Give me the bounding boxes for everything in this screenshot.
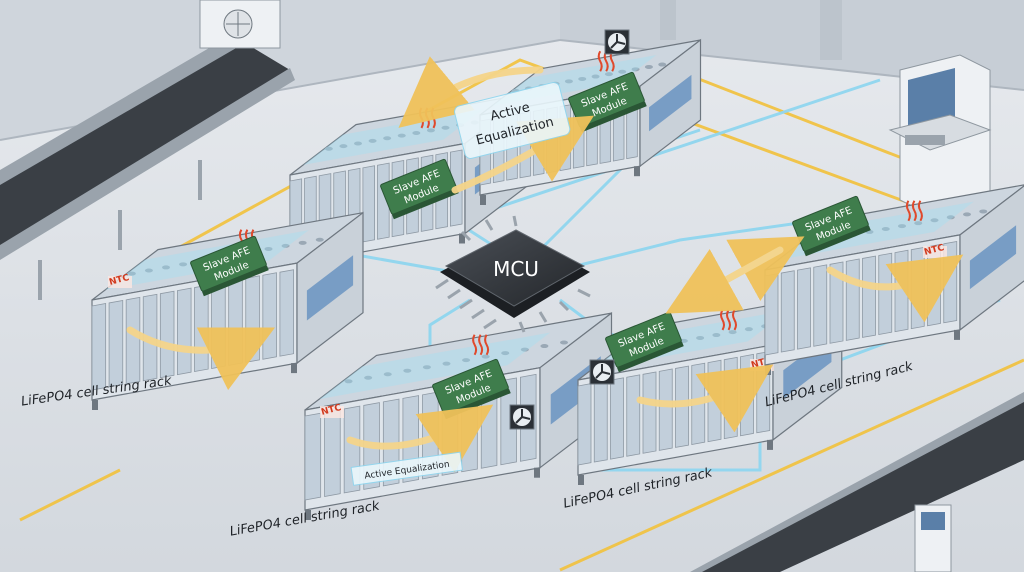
ntc-sensor: NTC [108,273,132,288]
heat-icon [905,200,923,222]
ntc-sensor: NTC [320,403,344,418]
cooling-fan-icon [509,404,535,430]
cooling-fan-icon [604,29,630,55]
kiosk [914,504,952,572]
mcu-chip: MCU [435,215,591,333]
mcu-label: MCU [493,257,539,281]
conveyor-bottom-right [690,392,1024,572]
link-mcu-rack-right [559,218,821,272]
cooling-fan-icon [589,359,615,385]
conveyor-top-left [0,30,295,300]
control-console [888,54,992,216]
equalization-arrows [126,56,964,473]
heat-icon [472,334,490,356]
wall-fan-unit [199,0,281,49]
